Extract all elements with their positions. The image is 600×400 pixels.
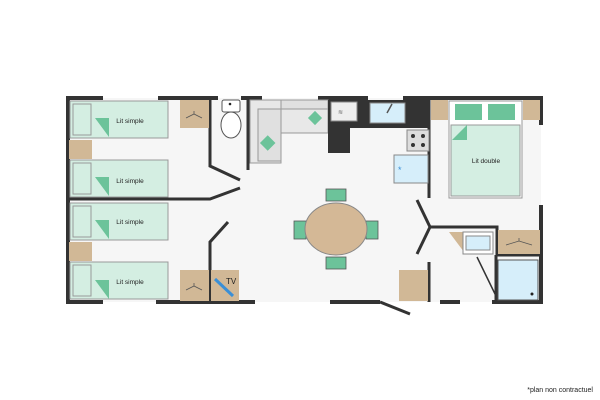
sofa (249, 99, 329, 164)
microwave-icon: ≋ (338, 110, 343, 116)
bed-label: Lit simple (116, 219, 144, 226)
storage-units (69, 100, 540, 301)
shower (497, 259, 539, 301)
tv-icon (213, 277, 235, 298)
kitchen-counter: ≋ * (328, 100, 430, 184)
single-bed-1: Lit simple (69, 100, 169, 139)
hanger-icons (185, 111, 533, 291)
single-bed-2: Lit simple (69, 159, 169, 198)
double-bed: Lit double (448, 100, 523, 199)
cooktop-icon (411, 134, 425, 147)
single-bed-4: Lit simple (69, 261, 169, 300)
single-bed-3: Lit simple (69, 202, 169, 241)
entrance-door (379, 300, 411, 316)
dining-table (293, 188, 379, 270)
bed-label: Lit double (472, 158, 501, 165)
bed-label: Lit simple (116, 178, 144, 185)
tv-label: TV (226, 277, 237, 286)
bathroom-sink (462, 231, 494, 255)
fridge-icon: * (398, 165, 402, 175)
bed-label: Lit simple (116, 279, 144, 286)
bed-label: Lit simple (116, 118, 144, 125)
toilet-icon (220, 99, 242, 139)
footnote: *plan non contractuel (527, 387, 593, 394)
